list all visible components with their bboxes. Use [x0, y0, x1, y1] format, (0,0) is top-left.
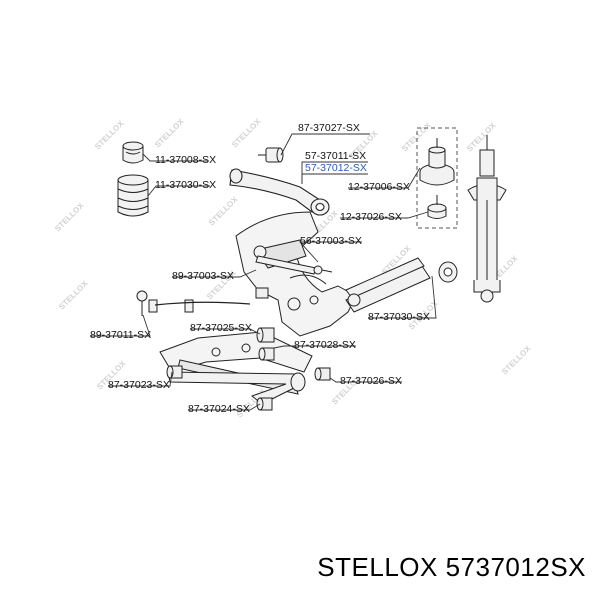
watermark: STELLOX — [57, 278, 90, 311]
part-label[interactable]: 12-37026-SX — [340, 211, 402, 223]
leader-lines — [90, 133, 437, 411]
brand-name: STELLOX — [317, 552, 438, 582]
product-caption: STELLOX 5737012SX — [317, 552, 586, 583]
part-label[interactable]: 87-37026-SX — [340, 375, 402, 387]
part-label[interactable]: 12-37006-SX — [348, 181, 410, 193]
lower-arm-part — [167, 371, 306, 405]
watermark: STELLOX — [93, 118, 126, 151]
trailing-link-part — [345, 257, 458, 313]
part-label[interactable]: 87-37027-SX — [298, 122, 360, 134]
watermark: STELLOX — [53, 200, 86, 233]
stabilizer-link-part — [136, 290, 251, 316]
washer-part — [427, 195, 447, 219]
part-label[interactable]: 11-37030-SX — [155, 179, 216, 191]
watermark: STELLOX — [230, 116, 263, 149]
part-labels: 87-37027-SX 57-37011-SX 57-37012-SX 11-3… — [90, 122, 430, 415]
part-label[interactable]: 87-37028-SX — [294, 339, 356, 351]
part-label[interactable]: 56-37003-SX — [300, 235, 362, 247]
part-label[interactable]: 89-37003-SX — [172, 270, 234, 282]
knuckle-part — [235, 211, 357, 337]
dust-boot-part — [117, 174, 149, 217]
part-label[interactable]: 57-37011-SX — [305, 150, 366, 162]
part-number: 5737012SX — [445, 552, 586, 582]
shock-absorber-part — [467, 135, 507, 303]
watermark: STELLOX — [207, 194, 240, 227]
part-label[interactable]: 11-37008-SX — [155, 154, 216, 166]
bush-part — [258, 147, 284, 163]
part-label-highlighted[interactable]: 57-37012-SX — [305, 162, 367, 174]
part-label[interactable]: 87-37030-SX — [368, 311, 430, 323]
bump-stop-part — [122, 141, 144, 164]
upper-arm-part — [229, 168, 330, 216]
watermark: STELLOX — [500, 343, 533, 376]
bush-part — [166, 287, 331, 411]
part-label[interactable]: 87-37024-SX — [188, 403, 250, 415]
top-mount-part — [419, 138, 455, 186]
part-label[interactable]: 89-37011-SX — [90, 329, 151, 341]
toe-link-part — [255, 255, 333, 275]
part-label[interactable]: 87-37025-SX — [190, 322, 252, 334]
part-label[interactable]: 87-37023-SX — [108, 379, 170, 391]
watermark: STELLOX — [153, 116, 186, 149]
watermark: STELLOX — [465, 120, 498, 153]
